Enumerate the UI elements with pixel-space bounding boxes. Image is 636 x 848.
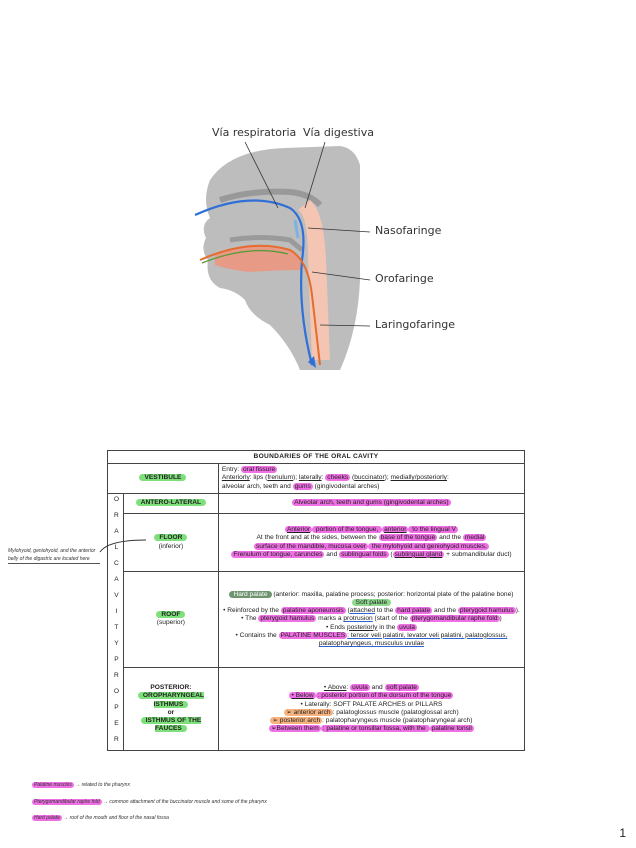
- page-number: 1: [619, 826, 626, 840]
- legend-item-1: Palatine muscles → related to the pharyn…: [32, 782, 130, 788]
- pharynx-figure: [190, 120, 490, 380]
- posterior-label: POSTERIOR: OROPHARYNGEAL ISTHMUS or ISTH…: [122, 666, 219, 751]
- floor-label: FLOOR: [154, 534, 188, 542]
- floor-sub: (inferior): [158, 542, 184, 550]
- label-digestive: Vía digestiva: [303, 126, 374, 139]
- table-title: BOUNDARIES OF THE ORAL CAVITY: [107, 449, 525, 465]
- boundaries-table: BOUNDARIES OF THE ORAL CAVITY VESTIBULE …: [107, 449, 526, 751]
- roof-label: ROOF: [156, 611, 186, 619]
- posterior-desc: • Above: uvula and soft palate • Below: …: [217, 666, 526, 751]
- legend-item-2: Pterygomandibular raphe fold → common at…: [32, 799, 267, 805]
- roof-sub: (superior): [156, 619, 185, 627]
- row-vestibule: VESTIBULE Entry: oral fissure Anteriorly…: [107, 463, 526, 494]
- label-oropharynx: Orofaringe: [375, 272, 434, 285]
- row-anterolateral: O R A L C A V I T Y P R O P E R ANTERO-L…: [107, 492, 526, 751]
- label-respiratory: Vía respiratoria: [212, 126, 297, 139]
- anterolateral-label: ANTERO-LATERAL: [135, 499, 207, 507]
- legend-item-3: Hard palate → roof of the mouth and floo…: [32, 815, 169, 821]
- roof-desc: Hard palate (anterior: maxilla, palatine…: [217, 571, 526, 668]
- vestibule-desc: Entry: oral fissure Anteriorly: lips (fr…: [217, 463, 526, 494]
- row-roof: ROOF(superior) Hard palate (anterior: ma…: [108, 571, 526, 668]
- label-laryngopharynx: Laringofaringe: [375, 318, 456, 331]
- row-posterior: POSTERIOR: OROPHARYNGEAL ISTHMUS or ISTH…: [108, 666, 526, 751]
- vestibule-label: VESTIBULE: [139, 474, 187, 482]
- label-nasopharynx: Nasofaringe: [375, 224, 442, 237]
- oral-cavity-proper-label: O R A L C A V I T Y P R O P E R: [107, 492, 124, 751]
- side-note: Mylohyoid, geniohyoid, and the anterior …: [8, 548, 100, 564]
- note-connector: [99, 539, 147, 553]
- anterolateral-desc: Alveolar arch, teeth and gums (gingivode…: [292, 499, 451, 507]
- row-floor: FLOOR(inferior) Anterior portion of the …: [108, 513, 526, 573]
- floor-desc: Anterior portion of the tongue, anterior…: [217, 513, 526, 573]
